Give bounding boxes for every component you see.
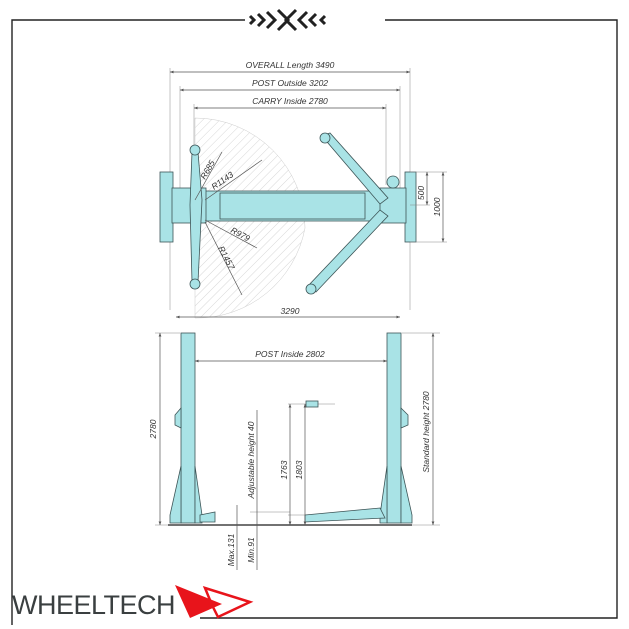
page-frame (11, 8, 618, 625)
overall-length-label: OVERALL Length 3490 (246, 60, 335, 70)
standard-height-label: Standard height 2780 (421, 391, 431, 473)
right-column (386, 332, 402, 524)
min-91-label: Min.91 (246, 537, 256, 563)
left-post-base (159, 171, 174, 243)
adjustable-height-label: Adjustable height 40 (246, 421, 256, 499)
width-3290-label: 3290 (281, 306, 300, 316)
motor (386, 175, 400, 189)
arm-pad (189, 144, 201, 156)
right-column-base (379, 465, 413, 524)
top-view: OVERALL Length 3490 POST Outside 3202 CA… (159, 60, 447, 319)
post-inside-label: POST Inside 2802 (255, 349, 325, 359)
front-view: 2780 Standard height 2780 POST Inside 28… (148, 332, 440, 570)
depth-1000-label: 1000 (432, 197, 442, 216)
left-column-base (169, 465, 203, 524)
wheeltech-logo-arrow-icon (175, 585, 254, 619)
height-2780-label: 2780 (148, 419, 158, 439)
wheeltech-logo: WHEELTECH (12, 590, 176, 620)
right-arm-lower (307, 209, 389, 293)
arm-pad (319, 132, 331, 144)
left-column (180, 332, 196, 524)
arm-pad-raised (305, 400, 319, 408)
ornament-icon (248, 8, 327, 32)
dim-1803-label: 1803 (294, 460, 304, 479)
column-carriage (174, 406, 409, 429)
right-post-base (404, 171, 417, 243)
depth-500-label: 500 (416, 186, 426, 200)
crossbeam-inner (219, 192, 366, 220)
max-131-label: Max.131 (226, 533, 236, 566)
dim-1763-label: 1763 (279, 460, 289, 479)
carry-inside-label: CARRY Inside 2780 (252, 96, 328, 106)
post-outside-label: POST Outside 3202 (252, 78, 328, 88)
arm-pad (189, 278, 201, 290)
arm-pad (305, 283, 317, 295)
